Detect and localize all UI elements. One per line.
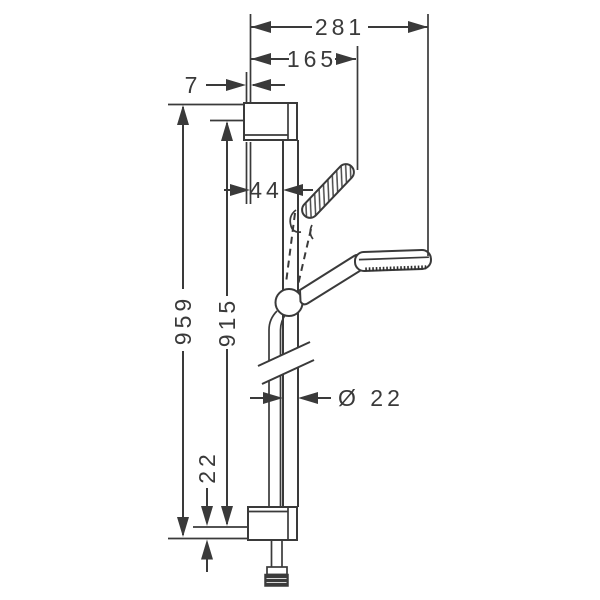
top-bracket	[243, 102, 298, 141]
dim-959-label: 959	[170, 295, 196, 345]
dim-915-label: 915	[214, 297, 240, 347]
knurled-nut	[264, 573, 289, 587]
extension-lines	[168, 14, 429, 540]
raised-handle	[301, 163, 355, 219]
break-marks	[257, 341, 315, 385]
dim-diameter-label: Ø 22	[338, 385, 404, 411]
arrow-left-icon	[251, 53, 271, 65]
hand-shower-raised	[289, 163, 355, 240]
arrow-left-icon	[298, 392, 318, 404]
rail-body	[283, 140, 298, 507]
arrow-up-icon	[221, 121, 233, 141]
arrow-right-icon	[408, 21, 428, 33]
holder-jaw-right	[309, 224, 314, 240]
dim-diameter-22: Ø 22	[250, 385, 404, 411]
dim-915: 915	[214, 121, 240, 526]
arrow-up-icon	[177, 105, 189, 125]
arrow-down-icon	[177, 517, 189, 537]
arrow-right-icon	[336, 53, 356, 65]
dim-165-label: 165	[287, 46, 337, 72]
dim-44: 44	[224, 177, 313, 203]
dim-281-label: 281	[315, 14, 365, 40]
arrow-left-icon	[251, 21, 271, 33]
wall-bar-rail	[282, 140, 299, 507]
arrow-right-icon	[230, 184, 250, 196]
arrow-left-icon	[283, 184, 303, 196]
dim-7: 7	[185, 72, 285, 98]
arrow-down-icon	[221, 506, 233, 526]
dim-7-label: 7	[185, 72, 202, 98]
arrow-down-icon	[201, 506, 213, 526]
shower-head	[353, 248, 432, 272]
arrow-right-icon	[226, 79, 246, 91]
dim-281: 281	[251, 14, 428, 40]
dim-22-bottom: 22	[194, 450, 220, 572]
break-gap	[258, 342, 314, 384]
arrow-left-icon	[251, 79, 271, 91]
dim-22-label: 22	[194, 450, 220, 484]
hose-nut	[264, 540, 289, 587]
dim-959: 959	[170, 105, 196, 537]
arrow-up-icon	[201, 539, 213, 560]
bottom-bracket	[247, 506, 298, 541]
slider-holder	[274, 288, 304, 317]
hand-shower	[298, 248, 432, 306]
arrow-right-icon	[263, 392, 283, 404]
holder-jaw-left	[289, 209, 302, 233]
swivel-projection-lines	[285, 212, 312, 286]
dim-44-label: 44	[249, 177, 283, 203]
dim-165: 165	[251, 46, 356, 72]
